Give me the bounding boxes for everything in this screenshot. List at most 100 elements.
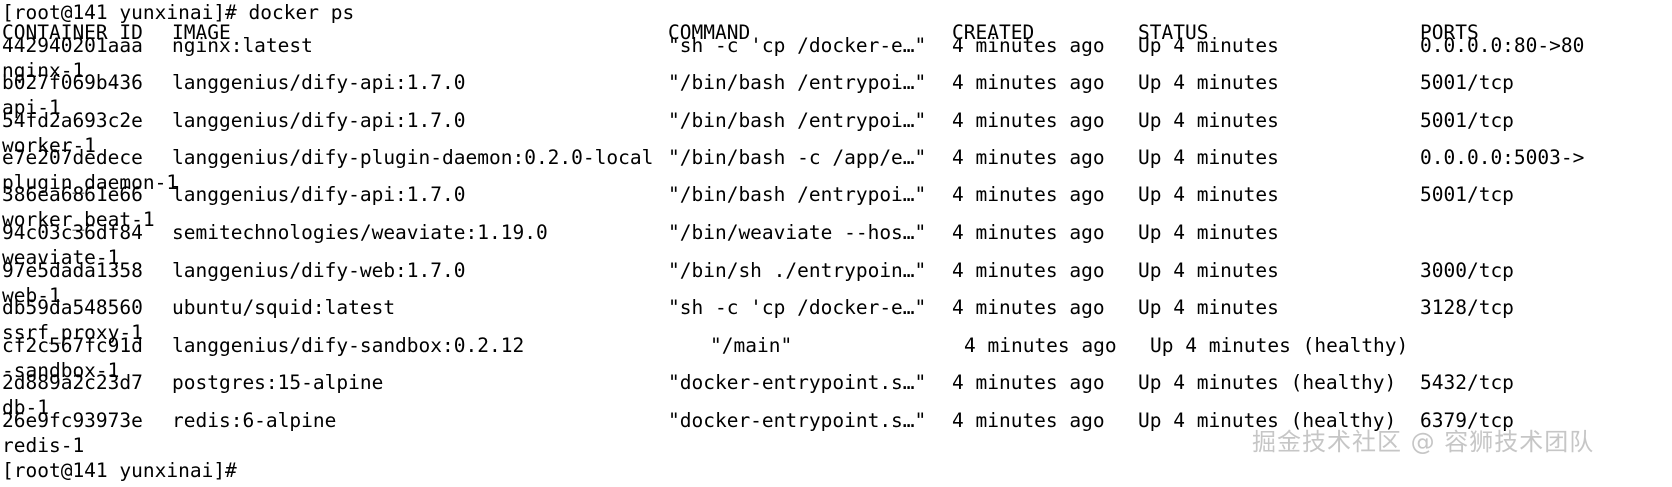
table-row-names: -sandbox-1 [0, 358, 1672, 383]
cell-created: 4 minutes ago [964, 334, 1117, 357]
cell-container-id: 94c03c36df84 [2, 221, 143, 244]
cell-names: worker-1 [2, 134, 96, 157]
cell-names: ssrf_proxy-1 [2, 321, 143, 344]
table-row: 26e9fc93973e redis:6-alpine "docker-entr… [0, 408, 1672, 433]
cell-created: 4 minutes ago [952, 71, 1105, 94]
table-row: db59da548560 ubuntu/squid:latest "sh -c … [0, 295, 1672, 320]
column-header-status: STATUS [1138, 21, 1209, 44]
cell-command: "docker-entrypoint.s…" [668, 409, 927, 432]
table-row: cf2c567fc91d langgenius/dify-sandbox:0.2… [0, 333, 1672, 358]
cell-ports: 0.0.0.0:80->80 [1420, 34, 1585, 57]
cell-names: -sandbox-1 [2, 359, 120, 382]
table-row-names: worker_beat-1 [0, 207, 1672, 232]
cell-command: "/bin/bash -c /app/e…" [668, 146, 927, 169]
table-row: 97e5dada1358 langgenius/dify-web:1.7.0 "… [0, 258, 1672, 283]
terminal-line-prompt: [root@141 yunxinai]# [0, 458, 1672, 483]
cell-created: 4 minutes ago [952, 34, 1105, 57]
cell-command: "/bin/bash /entrypoi…" [668, 109, 927, 132]
cell-status: Up 4 minutes [1138, 183, 1279, 206]
shell-prompt-bottom: [root@141 yunxinai]# [2, 459, 237, 482]
column-header-command: COMMAND [668, 21, 751, 44]
cell-created: 4 minutes ago [952, 221, 1105, 244]
cell-names: worker_beat-1 [2, 208, 155, 231]
table-row: 54fd2a693c2e langgenius/dify-api:1.7.0 "… [0, 108, 1672, 133]
cell-ports: 5432/tcp [1420, 371, 1514, 394]
cell-created: 4 minutes ago [952, 371, 1105, 394]
table-row: b027f069b436 langgenius/dify-api:1.7.0 "… [0, 70, 1672, 95]
cell-container-id: 26e9fc93973e [2, 409, 143, 432]
cell-status: Up 4 minutes (healthy) [1138, 409, 1397, 432]
terminal-line-command: [root@141 yunxinai]# docker ps [0, 0, 1672, 25]
table-row-names: web-1 [0, 283, 1672, 308]
cell-names: plugin_daemon-1 [2, 171, 179, 194]
cell-image: langgenius/dify-api:1.7.0 [172, 71, 466, 94]
cell-names: web-1 [2, 284, 61, 307]
cell-command: "/main" [710, 334, 793, 357]
cell-status: Up 4 minutes [1138, 296, 1279, 319]
cell-image: redis:6-alpine [172, 409, 337, 432]
cell-image: langgenius/dify-api:1.7.0 [172, 183, 466, 206]
cell-command: "/bin/sh ./entrypoin…" [668, 259, 927, 282]
column-header-image: IMAGE [172, 21, 231, 44]
cell-container-id: 442940201aaa [2, 34, 143, 57]
cell-container-id: db59da548560 [2, 296, 143, 319]
cell-container-id: 97e5dada1358 [2, 259, 143, 282]
cell-status: Up 4 minutes [1138, 259, 1279, 282]
table-row: e7e207dedece langgenius/dify-plugin-daem… [0, 145, 1672, 170]
cell-names: redis-1 [2, 434, 85, 457]
table-row-names: redis-1 [0, 433, 1672, 458]
table-row: 442940201aaa nginx:latest "sh -c 'cp /do… [0, 33, 1672, 58]
cell-container-id: 54fd2a693c2e [2, 109, 143, 132]
table-row: 2d889a2c23d7 postgres:15-alpine "docker-… [0, 370, 1672, 395]
table-row-names: ssrf_proxy-1 [0, 320, 1672, 345]
cell-ports: 5001/tcp [1420, 71, 1514, 94]
cell-created: 4 minutes ago [952, 146, 1105, 169]
cell-status: Up 4 minutes [1138, 221, 1279, 244]
cell-status: Up 4 minutes [1138, 109, 1279, 132]
cell-command: "sh -c 'cp /docker-e…" [668, 34, 927, 57]
cell-container-id: cf2c567fc91d [2, 334, 143, 357]
cell-image: nginx:latest [172, 34, 313, 57]
cell-status: Up 4 minutes [1138, 71, 1279, 94]
cell-names: api-1 [2, 96, 61, 119]
cell-ports: 5001/tcp [1420, 183, 1514, 206]
cell-ports: 3000/tcp [1420, 259, 1514, 282]
table-header-row: CONTAINER ID IMAGE COMMAND CREATED STATU… [0, 20, 1672, 45]
cell-ports: 3128/tcp [1420, 296, 1514, 319]
shell-prompt-command: [root@141 yunxinai]# docker ps [2, 1, 355, 24]
cell-image: ubuntu/squid:latest [172, 296, 396, 319]
cell-command: "docker-entrypoint.s…" [668, 371, 927, 394]
column-header-created: CREATED [952, 21, 1035, 44]
cell-container-id: e7e207dedece [2, 146, 143, 169]
cell-image: langgenius/dify-plugin-daemon:0.2.0-loca… [172, 146, 654, 169]
table-row: 94c03c36df84 semitechnologies/weaviate:1… [0, 220, 1672, 245]
table-row-names: weaviate-1 [0, 245, 1672, 270]
cell-created: 4 minutes ago [952, 183, 1105, 206]
cell-container-id: 386ea6861e66 [2, 183, 143, 206]
table-row-names: api-1 [0, 95, 1672, 120]
cell-created: 4 minutes ago [952, 296, 1105, 319]
cell-status: Up 4 minutes [1138, 146, 1279, 169]
cell-ports: 6379/tcp [1420, 409, 1514, 432]
cell-image: postgres:15-alpine [172, 371, 384, 394]
cell-status: Up 4 minutes [1138, 34, 1279, 57]
cell-ports: 0.0.0.0:5003-> [1420, 146, 1585, 169]
cell-ports: 5001/tcp [1420, 109, 1514, 132]
table-row-names: nginx-1 [0, 58, 1672, 83]
cell-status: Up 4 minutes (healthy) [1138, 371, 1397, 394]
cell-names: nginx-1 [2, 59, 85, 82]
cell-command: "/bin/weaviate --hos…" [668, 221, 927, 244]
cell-created: 4 minutes ago [952, 409, 1105, 432]
column-header-container-id: CONTAINER ID [2, 21, 143, 44]
cell-created: 4 minutes ago [952, 259, 1105, 282]
cell-image: semitechnologies/weaviate:1.19.0 [172, 221, 548, 244]
cell-image: langgenius/dify-sandbox:0.2.12 [172, 334, 525, 357]
table-row-names: plugin_daemon-1 [0, 170, 1672, 195]
column-header-ports: PORTS [1420, 21, 1479, 44]
table-row-names: db-1 [0, 395, 1672, 420]
table-row-names: worker-1 [0, 133, 1672, 158]
cell-image: langgenius/dify-web:1.7.0 [172, 259, 466, 282]
cell-container-id: 2d889a2c23d7 [2, 371, 143, 394]
cell-command: "sh -c 'cp /docker-e…" [668, 296, 927, 319]
